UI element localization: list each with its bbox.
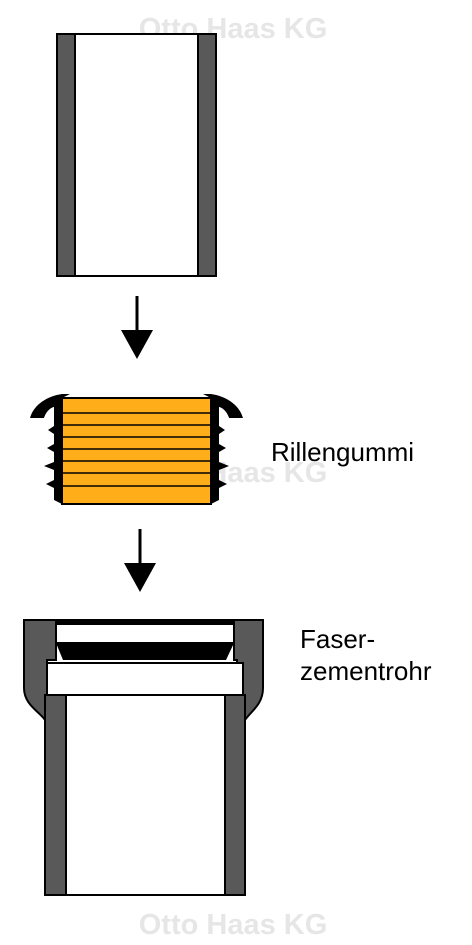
socket-left-wall	[44, 694, 67, 896]
gasket-label: Rillengummi	[271, 437, 414, 467]
pipe-label-line1: Faser-	[300, 624, 375, 654]
gasket-right-lip	[203, 394, 243, 504]
socket-seat	[46, 662, 244, 696]
socket-ring-top	[55, 623, 235, 644]
spigot-pipe	[56, 33, 217, 277]
pipe-label-line2: zementrohr	[300, 656, 432, 686]
gasket-body	[61, 397, 212, 505]
arrow-down-icon	[121, 296, 153, 359]
gasket-grooves	[62, 412, 211, 487]
gasket-left-lip	[30, 394, 70, 504]
spigot-left-wall	[56, 33, 76, 277]
watermark-bottom: Otto Haas KG	[139, 909, 328, 941]
socket-chamfer	[56, 643, 234, 660]
spigot-right-wall	[197, 33, 217, 277]
groove-gasket	[30, 394, 243, 505]
socket-pipe	[23, 619, 264, 896]
socket-right-wall	[224, 694, 246, 896]
arrow-down-icon	[124, 529, 156, 592]
